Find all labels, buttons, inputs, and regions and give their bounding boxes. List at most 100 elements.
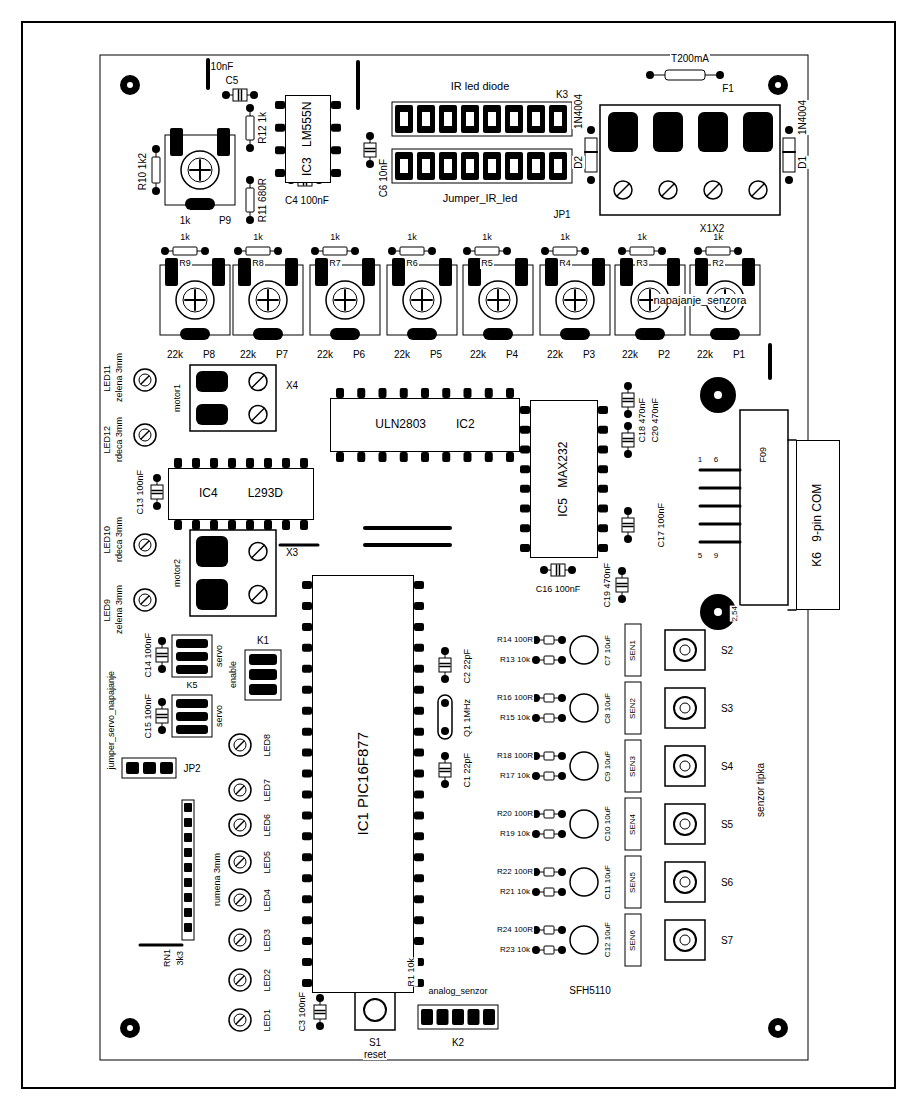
ic-pin — [520, 524, 530, 532]
capacitor-plate — [623, 526, 633, 528]
trimmer-dial — [479, 281, 517, 319]
resistor-symbol — [544, 656, 554, 664]
ic-pin — [302, 811, 312, 819]
trimmer-dial — [256, 288, 280, 312]
silkscreen-label: R12 1k — [256, 112, 269, 144]
silkscreen-label: R4 — [558, 259, 572, 269]
solder-pad — [441, 699, 449, 707]
silkscreen-label: S1 — [368, 1037, 382, 1048]
resistor-symbol — [544, 810, 554, 818]
header-pin — [468, 1009, 480, 1025]
resistor-symbol — [173, 247, 197, 255]
silkscreen-label: K5 — [185, 681, 198, 691]
header-pin — [417, 105, 435, 133]
ic-pin — [414, 853, 424, 861]
header-pin-hole — [532, 159, 540, 173]
trimmer-slot — [649, 290, 651, 310]
silkscreen-label: R18 100R — [496, 752, 534, 761]
silkscreen-label: C3 100nF — [297, 992, 309, 1032]
silkscreen-label: P7 — [275, 349, 289, 360]
ic-pin — [414, 832, 424, 840]
silkscreen-label: 22k — [546, 349, 564, 360]
button-cap — [674, 639, 696, 661]
ic-pin — [414, 602, 424, 610]
capacitor-plate — [238, 90, 240, 100]
silkscreen-label: 2,54 — [730, 606, 741, 622]
mounting-hole — [768, 75, 788, 95]
header-pin-hole — [510, 112, 518, 126]
ic-pin — [414, 686, 424, 694]
trimmer-dial — [188, 158, 212, 182]
header-pin — [505, 105, 523, 133]
trimmer-pad — [483, 328, 513, 340]
ic-pin — [485, 388, 493, 398]
ic-pin — [598, 524, 608, 532]
trimmer-pad — [710, 328, 740, 340]
trimmer-pad — [392, 258, 405, 286]
led-symbol — [134, 369, 156, 391]
silkscreen-label: D2 — [572, 156, 585, 169]
capacitor-plate — [623, 441, 633, 443]
silkscreen-label: 22k — [393, 349, 411, 360]
led-symbol — [229, 929, 251, 951]
silkscreen-label: R14 100R — [496, 636, 534, 645]
ic-pin — [421, 452, 429, 462]
ic-pin — [302, 937, 312, 945]
solder-pad — [246, 176, 254, 184]
solder-pad — [463, 247, 471, 255]
led-lens — [234, 974, 246, 986]
header-pin-hole — [466, 159, 474, 173]
silkscreen-label: T200mA — [670, 53, 710, 64]
header-pin-hole — [532, 112, 540, 126]
ic-pin — [520, 445, 530, 453]
solder-pad — [316, 994, 324, 1002]
button-cap — [680, 703, 690, 713]
silkscreen-label: 10nF — [210, 61, 235, 72]
solder-pad — [152, 187, 160, 195]
ic-pin — [414, 644, 424, 652]
header-pin — [176, 699, 208, 708]
led-lens — [234, 934, 246, 946]
capacitor-symbol — [151, 485, 163, 499]
silkscreen-label: C6 10nF — [377, 159, 390, 197]
led-symbol — [229, 734, 251, 756]
led-lens — [234, 1014, 246, 1026]
trimmer-dial — [333, 288, 357, 312]
silkscreen-label: C8 10uF — [603, 693, 614, 724]
capacitor-plate — [157, 717, 167, 719]
button-cap — [364, 999, 386, 1021]
solder-pad — [716, 71, 724, 79]
led-lens — [139, 374, 151, 386]
silkscreen-label: C19 470nF — [602, 563, 614, 608]
solder-pad — [366, 132, 374, 140]
capacitor-symbol — [156, 648, 168, 662]
led-mark — [236, 741, 244, 749]
button-cap — [674, 697, 696, 719]
connector-mount — [700, 377, 736, 413]
header-pin — [395, 105, 413, 133]
solder-pad — [246, 144, 254, 152]
analog-header — [418, 1005, 498, 1029]
ic-pin — [414, 937, 424, 945]
silkscreen-label: 22k — [316, 349, 334, 360]
silkscreen-label: C13 100nF — [135, 470, 147, 515]
solder-pad — [153, 502, 161, 510]
led-mark — [236, 936, 244, 944]
ic-pin — [192, 458, 200, 468]
led-mark — [236, 786, 244, 794]
ic-pin — [520, 465, 530, 473]
solder-pad — [234, 247, 242, 255]
silkscreen-label: C7 10uF — [603, 635, 614, 666]
ic-pin — [210, 458, 218, 468]
header-pin — [505, 152, 523, 180]
resistor-symbol — [246, 247, 270, 255]
ic-pin — [302, 707, 312, 715]
ic-pin — [302, 644, 312, 652]
fuse-symbol — [665, 70, 705, 80]
silkscreen-label: S6 — [720, 877, 734, 888]
silkscreen-label: 1k — [252, 233, 264, 243]
ic-pin — [300, 520, 308, 530]
header-pin — [184, 878, 192, 887]
solder-pad — [540, 566, 548, 574]
silkscreen-label: 5 — [697, 552, 703, 561]
